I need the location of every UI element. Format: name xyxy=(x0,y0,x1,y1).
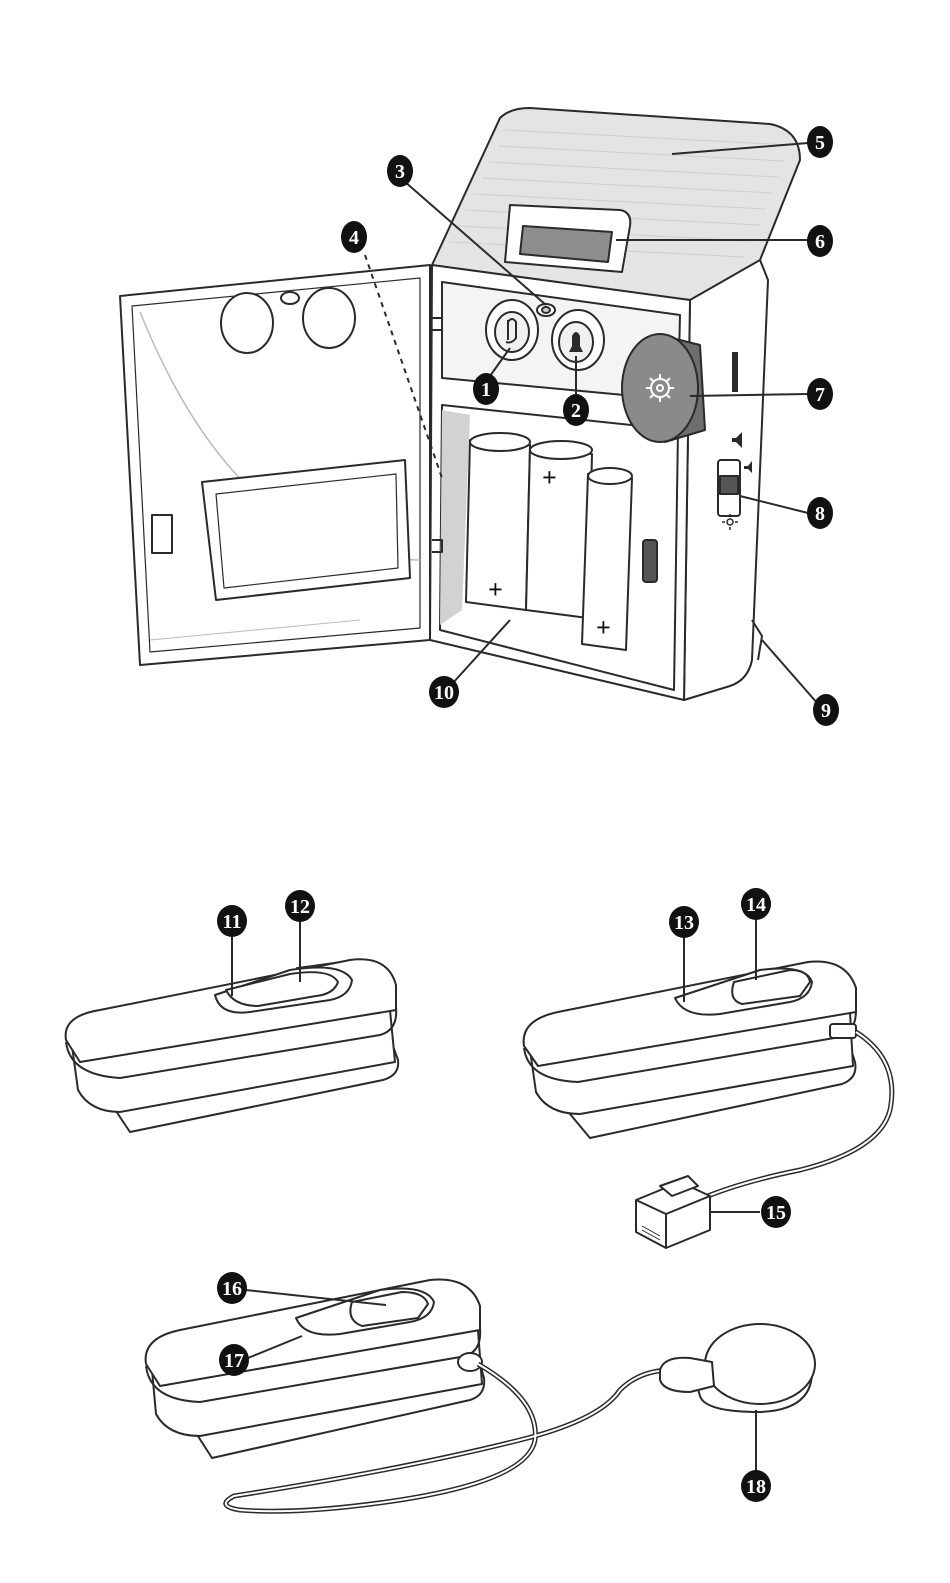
volume-dial xyxy=(622,334,705,442)
sensor-transmitter xyxy=(146,1280,815,1512)
svg-text:9: 9 xyxy=(821,700,831,722)
svg-text:7: 7 xyxy=(815,384,825,406)
callout-14: 14 xyxy=(741,888,771,920)
callout-6: 6 xyxy=(807,225,833,257)
callout-16: 16 xyxy=(217,1272,247,1304)
svg-text:1: 1 xyxy=(481,379,491,401)
svg-text:16: 16 xyxy=(222,1278,242,1300)
callout-8: 8 xyxy=(807,497,833,529)
door-hole-small xyxy=(281,292,299,304)
callout-4: 4 xyxy=(341,221,367,253)
door-tab xyxy=(152,515,172,553)
battery-3-plus-mark: + xyxy=(596,613,611,642)
svg-text:10: 10 xyxy=(434,682,454,704)
callout-9: 9 xyxy=(813,694,839,726)
battery-2 xyxy=(526,441,592,618)
callout-15: 15 xyxy=(761,1196,791,1228)
callout-3: 3 xyxy=(387,155,413,187)
svg-text:14: 14 xyxy=(746,894,766,916)
svg-text:3: 3 xyxy=(395,161,405,183)
svg-text:18: 18 xyxy=(746,1476,766,1498)
svg-text:17: 17 xyxy=(224,1350,244,1372)
svg-text:13: 13 xyxy=(674,912,694,934)
test-button xyxy=(552,310,604,370)
door-hole-right xyxy=(303,288,355,348)
cable-socket xyxy=(830,1024,856,1038)
callout-10: 10 xyxy=(429,676,459,708)
battery-2-plus-mark: + xyxy=(542,463,557,492)
sensor-socket xyxy=(458,1353,482,1371)
status-led xyxy=(537,304,555,316)
svg-text:8: 8 xyxy=(815,503,825,525)
plug-transmitter xyxy=(524,962,892,1248)
battery-1-plus-mark: + xyxy=(488,575,503,604)
latch-slot xyxy=(643,540,657,582)
callout-1: 1 xyxy=(473,373,499,405)
svg-text:12: 12 xyxy=(290,896,310,918)
callout-12: 12 xyxy=(285,890,315,922)
callout-13: 13 xyxy=(669,906,699,938)
callout-5: 5 xyxy=(807,126,833,158)
callout-11: 11 xyxy=(217,905,247,937)
battery-door xyxy=(120,265,442,665)
svg-text:6: 6 xyxy=(815,231,825,253)
svg-text:5: 5 xyxy=(815,132,825,154)
svg-text:4: 4 xyxy=(349,227,359,249)
callout-2: 2 xyxy=(563,394,589,426)
rj-plug xyxy=(636,1176,710,1248)
svg-text:2: 2 xyxy=(571,400,581,422)
side-slot xyxy=(732,352,738,392)
sensor-pad xyxy=(660,1324,815,1412)
callout-17: 17 xyxy=(219,1344,249,1376)
callout-7: 7 xyxy=(807,378,833,410)
svg-text:11: 11 xyxy=(223,911,242,933)
pair-button xyxy=(486,300,538,360)
door-hole-left xyxy=(221,293,273,353)
callout-18: 18 xyxy=(741,1470,771,1502)
svg-text:15: 15 xyxy=(766,1202,786,1224)
